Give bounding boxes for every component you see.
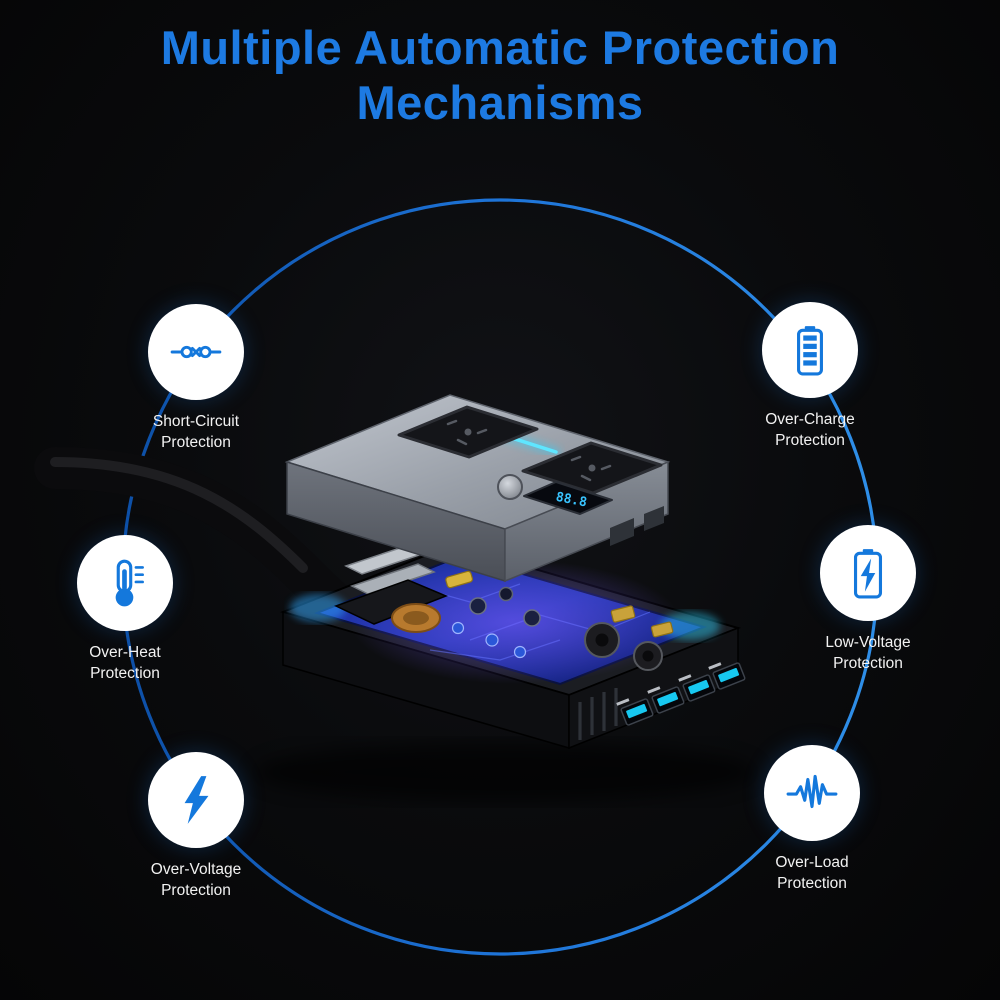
capacitors — [451, 586, 541, 659]
over-charge-badge — [762, 302, 858, 398]
power-button — [497, 474, 523, 500]
cover-notch — [610, 518, 634, 546]
led-display-value: 88.8 — [555, 490, 589, 511]
usb-port — [616, 698, 654, 726]
page-title-line1: Multiple Automatic Protection — [160, 21, 840, 74]
circuit-board — [290, 543, 720, 686]
device-shadow — [255, 742, 755, 802]
transformer — [334, 579, 448, 633]
page-title-line2: Mechanisms — [356, 76, 644, 130]
fuse — [445, 570, 474, 589]
battery-lightning-icon — [853, 549, 883, 599]
port-panel — [568, 626, 746, 750]
led-display: 88.8 — [523, 481, 613, 515]
device-base — [279, 543, 746, 750]
usb-port — [647, 686, 685, 714]
over-voltage-badge — [148, 752, 244, 848]
ac-outlet — [397, 405, 539, 459]
usb-port — [678, 674, 716, 702]
thermometer-icon — [115, 559, 144, 607]
low-voltage-badge — [820, 525, 916, 621]
toroid-coils — [584, 605, 674, 671]
cover-notch — [644, 506, 664, 531]
usb-ports — [616, 662, 746, 726]
pulse-wave-icon — [786, 774, 838, 809]
short-circuit-icon — [170, 345, 222, 359]
over-load-badge — [764, 745, 860, 841]
lightning-icon — [184, 776, 209, 824]
vent-grille — [578, 688, 618, 740]
device-top-cover: 88.8 — [284, 394, 671, 583]
over-heat-badge — [77, 535, 173, 631]
short-circuit-badge — [148, 304, 244, 400]
usb-port — [708, 662, 746, 690]
battery-charge-icon — [797, 326, 823, 376]
